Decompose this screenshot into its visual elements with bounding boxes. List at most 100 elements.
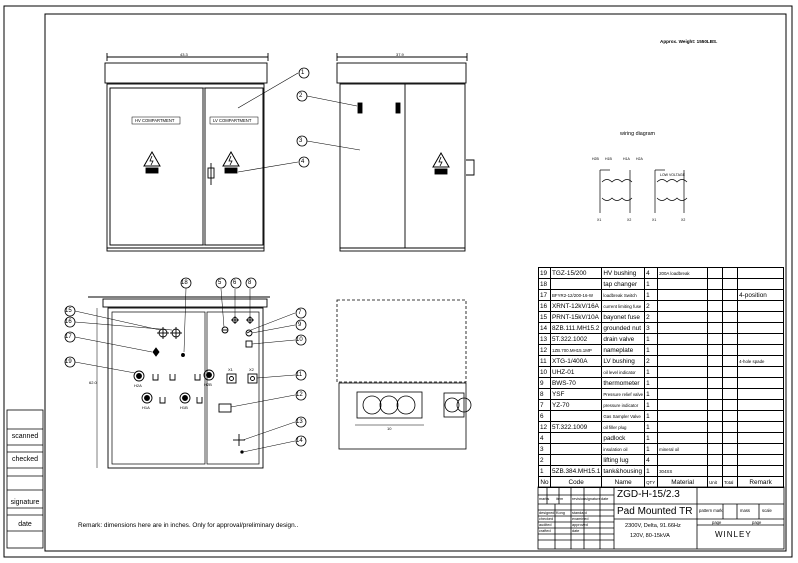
bushing-label-h1a: H1A	[142, 405, 150, 410]
title-block-cell: item	[556, 497, 564, 501]
bom-cell-total	[722, 278, 739, 290]
front-view	[104, 53, 299, 252]
bom-cell-no: 8	[538, 388, 551, 400]
bom-cell-code	[549, 278, 603, 290]
bom-cell-name: drain valve	[601, 333, 646, 345]
wiring-label-h1a: H1A	[623, 157, 630, 161]
bom-cell-total	[722, 366, 739, 378]
bom-cell-unit	[707, 432, 724, 444]
bom-cell-no: 18	[538, 278, 551, 290]
bom-cell-name: LV bushing	[601, 355, 646, 367]
wiring-label-x2a: X2	[627, 218, 632, 222]
bom-header-remark: Remark	[737, 476, 785, 488]
title-block-cell: marks	[539, 497, 550, 501]
bom-cell-code: XRNT-12kV/16A	[549, 300, 603, 312]
bom-header-row: No Code Name QTY Material Unit Total Rem…	[538, 476, 785, 488]
bom-cell-code	[549, 454, 603, 466]
bom-cell-remark	[737, 322, 785, 334]
bom-cell-remark	[737, 300, 785, 312]
bom-cell-remark	[737, 454, 785, 466]
bom-cell-code: UHZ-01	[549, 366, 603, 378]
bom-cell-name: Gas Sampler Valve	[601, 410, 646, 422]
bom-cell-code: BWS-70	[549, 377, 603, 389]
bom-cell-name: current limiting fuse	[601, 300, 646, 312]
mass-label: mass	[740, 508, 751, 513]
spec-line-1: 2300V, Delta, 91.66Hz	[625, 523, 681, 529]
bom-cell-no: 19	[538, 267, 551, 279]
bom-cell-total	[722, 311, 739, 323]
title-block-cell: approved	[572, 523, 588, 527]
hv-compartment-label: HV COMPARTMENT	[135, 118, 175, 123]
bom-cell-name: oil filler plug	[601, 421, 646, 433]
bom-cell-material	[657, 454, 709, 466]
bom-cell-code: 5T.322.1009	[549, 421, 603, 433]
spec-line-2: 120V, 80-15kVA	[630, 533, 670, 539]
bom-cell-unit	[707, 443, 724, 455]
bom-cell-no: 11	[538, 355, 551, 367]
bom-cell-material: mineral oil	[657, 443, 709, 455]
bom-cell-qty: 1	[644, 432, 659, 444]
bom-header-unit: Unit	[707, 476, 724, 488]
bom-cell-total	[722, 465, 739, 477]
bom-cell-remark	[737, 366, 785, 378]
bom-cell-name: nameplate	[601, 344, 646, 356]
pattern-mark-label: pattern mark	[699, 508, 723, 513]
callout-19: 19	[65, 359, 72, 365]
bom-cell-unit	[707, 344, 724, 356]
bom-cell-remark	[737, 432, 785, 444]
bom-cell-total	[722, 344, 739, 356]
bushing-label-h2b: H2B	[204, 382, 212, 387]
wiring-label-h1b: H1B	[605, 157, 612, 161]
bom-cell-code: TGZ-15/200	[549, 267, 603, 279]
bom-cell-total	[722, 388, 739, 400]
bom-cell-no: 4	[538, 432, 551, 444]
outer-frame	[3, 5, 793, 558]
bushing-label-x2: X2	[249, 367, 254, 372]
wiring-label-lv: LOW VOLTAGE	[660, 173, 685, 177]
bom-cell-code	[549, 432, 603, 444]
bom-cell-material	[657, 377, 709, 389]
bom-cell-remark	[737, 399, 785, 411]
bom-cell-total	[722, 267, 739, 279]
title-block-cell: date	[572, 529, 580, 533]
title-block-cell: revision	[572, 497, 586, 501]
bom-cell-qty: 1	[644, 344, 659, 356]
callout-14: 14	[296, 438, 303, 444]
bom-cell-code: 1ZB.700.MH15.1MP	[549, 344, 603, 356]
bom-cell-code: 8ZB.111.MH15.2	[549, 322, 603, 334]
bom-cell-code: BFYR2-12/200-16-W	[549, 289, 603, 301]
wiring-label-h2a: H2A	[636, 157, 643, 161]
title-block-cell: designed	[539, 511, 555, 515]
callout-circles	[64, 67, 310, 447]
callout-8: 8	[248, 280, 252, 286]
bom-cell-no: 12	[538, 421, 551, 433]
title-block-cell: crafted	[539, 529, 551, 533]
bom-cell-unit	[707, 410, 724, 422]
bom-cell-name: oil level indicator	[601, 366, 646, 378]
title-block-cell: examined	[572, 517, 589, 521]
bushing-label-h2a: H2A	[134, 383, 142, 388]
remark-text: Remark: dimensions here are in inches. O…	[78, 522, 299, 529]
bom-cell-unit	[707, 454, 724, 466]
bom-cell-remark	[737, 333, 785, 345]
bom-cell-unit	[707, 267, 724, 279]
bom-cell-material	[657, 289, 709, 301]
bom-cell-qty: 4	[644, 454, 659, 466]
bom-cell-remark	[737, 267, 785, 279]
bom-cell-unit	[707, 355, 724, 367]
wiring-label-h2b: H2B	[592, 157, 599, 161]
bom-cell-material	[657, 300, 709, 312]
bom-cell-unit	[707, 311, 724, 323]
bom-cell-name: tank&housing	[601, 465, 646, 477]
bom-cell-qty: 1	[644, 388, 659, 400]
